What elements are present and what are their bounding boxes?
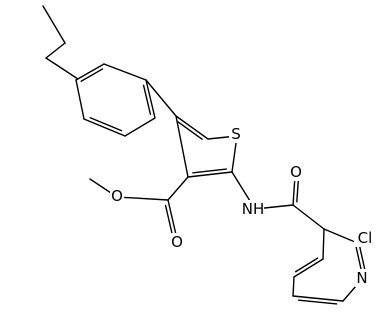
bond-py4-py5-double: [297, 299, 338, 305]
bond-b5-b6: [83, 118, 126, 137]
bond-t4-t5-double: [192, 168, 228, 174]
atom-label-pyridine-nitrogen: N: [356, 269, 367, 287]
bond-p2-p3: [45, 42, 66, 59]
atom-label-amide-oxygen: O: [290, 163, 302, 181]
bond-t1-t2: [175, 115, 209, 140]
bond-p1-p2: [42, 5, 66, 44]
bond-b3-b4-double: [142, 84, 152, 115]
bond-b4-b5: [124, 117, 156, 137]
bond-e1-O1-double: [164, 204, 174, 236]
bond-b3-b4: [145, 79, 156, 119]
atom-label-ester-carbonyl-oxygen: O: [171, 233, 183, 251]
bond-py2-py3-double: [294, 257, 319, 273]
atom-label-chlorine: Cl: [358, 229, 373, 247]
bond-b6-b1: [75, 79, 85, 120]
atom-mask-o1: [170, 233, 184, 251]
bond-b1-b2-double: [80, 68, 104, 82]
bond-p3-p4: [45, 57, 79, 80]
bond-e1-O2: [116, 196, 169, 201]
bond-py1-py2: [322, 228, 325, 260]
bond-t4-t5: [187, 171, 233, 178]
atom-label-layer: S O O O NH Cl N: [111, 125, 372, 287]
atom-label-ester-ether-oxygen: O: [111, 187, 123, 205]
atom-mask-o2: [110, 187, 124, 205]
bond-b1-b2: [75, 63, 105, 81]
bond-am-py1: [292, 204, 325, 230]
bond-t5-t1: [175, 115, 189, 178]
atom-mask-nh: [242, 200, 264, 218]
atom-label-sulfur: S: [231, 125, 241, 143]
bond-N-py6-double: [358, 244, 367, 274]
bond-am-O3-double: [296, 179, 300, 203]
bond-layer: [42, 5, 367, 305]
atom-mask-s: [229, 125, 243, 143]
bond-b3-t1: [145, 79, 177, 117]
bond-py3-py4: [292, 276, 295, 297]
atom-mask-n: [355, 269, 369, 287]
bond-t5-e1: [167, 176, 189, 201]
atom-mask-layer: [110, 125, 376, 287]
atom-mask-o3: [289, 163, 303, 181]
bond-py2-py3: [293, 258, 324, 278]
bond-py6-py1: [323, 228, 356, 243]
bond-t1-t2-double: [177, 120, 203, 140]
bond-b5-b6-double: [89, 117, 123, 132]
bond-b2-b3: [103, 63, 147, 81]
bond-e1-O1: [167, 199, 178, 240]
atom-label-amide-nitrogen: NH: [242, 200, 265, 218]
atom-mask-cl: [354, 229, 376, 247]
bond-py4-py5: [292, 295, 344, 302]
